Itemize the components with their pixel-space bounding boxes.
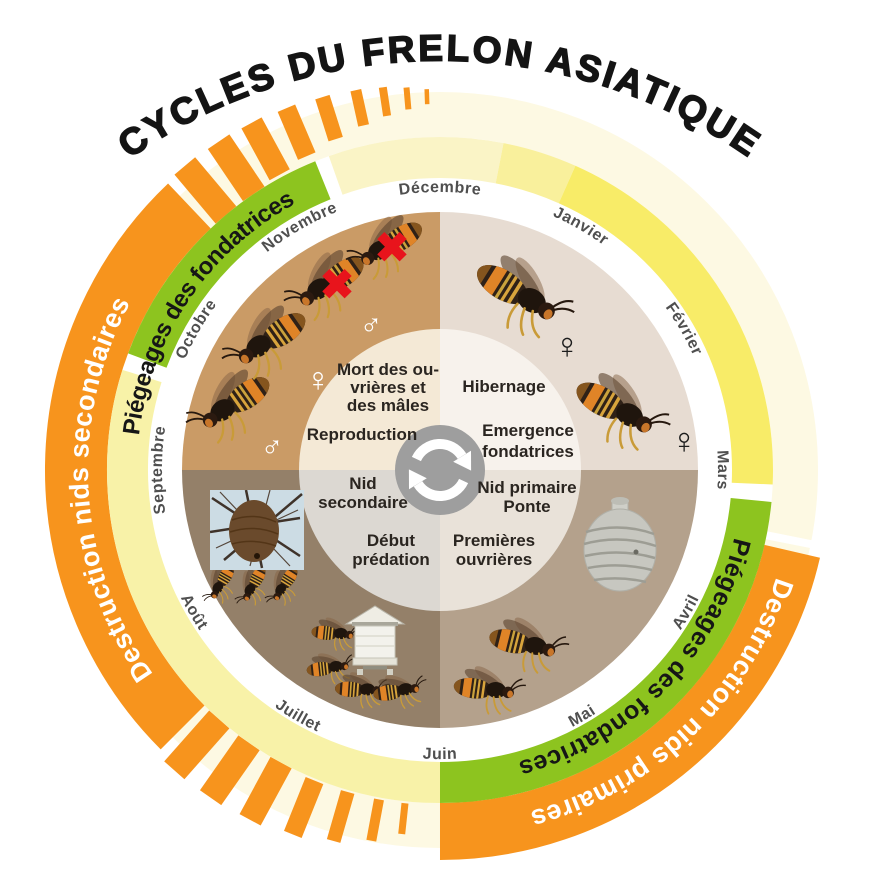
inner-ring-yellow-pale-bottom — [107, 369, 441, 803]
fade-stripe — [424, 89, 430, 105]
outer-ring-destruction-secondaires — [45, 183, 211, 750]
phase-label-tl2: Reproduction — [307, 425, 418, 444]
inner-disc-quadrant — [440, 470, 581, 611]
phase-label-tl1: des mâles — [347, 396, 429, 415]
beehive-icon — [344, 605, 406, 675]
inner-ring-yellow-bright — [558, 165, 773, 485]
fade-stripe — [277, 104, 316, 160]
month-label: Septembre — [149, 425, 169, 516]
inner-ring-piegeages-br — [439, 498, 772, 803]
fade-stripe — [403, 87, 412, 110]
fade-stripe — [239, 756, 292, 826]
inner-ring-yellow-pale-top — [328, 137, 504, 195]
fade-stripe — [241, 117, 290, 181]
month-label: Juin — [422, 746, 457, 764]
female-symbol: ♀ — [554, 325, 581, 366]
phase-label-tr2: fondatrices — [482, 442, 574, 461]
dead-hornet-x-icon: ✖ — [374, 224, 409, 271]
male-symbol: ♂ — [261, 430, 284, 463]
fade-stripe — [378, 86, 392, 117]
inner-disc-quadrant — [440, 329, 581, 470]
ring-separator — [762, 530, 827, 551]
phase-label-br2: ouvrières — [456, 550, 533, 569]
phase-label-br1: Nid primaire — [477, 478, 576, 497]
phase-label-tr2: Emergence — [482, 421, 574, 440]
phase-label-tr1: Hibernage — [462, 377, 545, 396]
month-label: Mars — [713, 450, 731, 491]
fade-stripe — [350, 89, 369, 127]
primary-nest-icon — [583, 497, 657, 592]
phase-label-br2: Premières — [453, 531, 535, 550]
fade-stripe — [199, 735, 260, 806]
phase-label-bl1: Nid — [349, 474, 376, 493]
phase-label-br1: Ponte — [503, 497, 550, 516]
female-symbol: ♀ — [305, 361, 331, 399]
quadrant-contents: ✖✖♂♀♂♀♀ — [174, 200, 698, 718]
phase-label-bl2: Début — [367, 531, 416, 550]
cycle-arrows-icon — [395, 425, 485, 515]
fade-stripe — [326, 790, 355, 843]
dead-hornet-x-icon: ✖ — [319, 261, 354, 308]
phase-label-tl1: Mort des ou- — [337, 360, 439, 379]
phase-label-bl2: prédation — [352, 550, 429, 569]
fade-stripe — [398, 802, 409, 835]
inner-ring-yellow-mid — [495, 143, 576, 204]
month-label: Décembre — [398, 179, 482, 199]
male-symbol: ♂ — [360, 308, 383, 341]
inner-disc-quadrant — [299, 470, 440, 611]
secondary-nest-photo — [210, 490, 304, 570]
fade-stripe — [315, 94, 343, 142]
fade-stripe — [207, 134, 265, 202]
outer-ring-destruction-primaires — [439, 544, 820, 860]
fade-stripe — [174, 157, 237, 224]
inner-ring-piegeages-tl — [128, 161, 331, 368]
fade-stripe — [366, 798, 384, 842]
outer-rings — [45, 86, 827, 860]
phase-label-bl1: secondaire — [318, 493, 408, 512]
fade-stripe — [283, 777, 324, 838]
female-symbol: ♀ — [671, 420, 698, 461]
inner-disc-quadrant — [299, 329, 440, 470]
phase-label-tl1: vrières et — [350, 378, 426, 397]
inner-disc — [299, 329, 581, 611]
fade-stripe — [164, 710, 230, 780]
